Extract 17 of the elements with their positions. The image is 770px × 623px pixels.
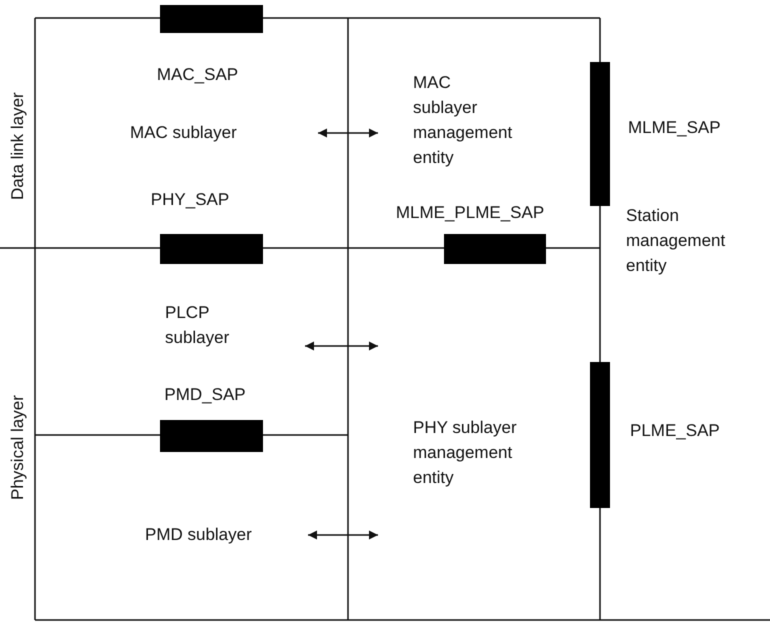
service-access-point-label: PMD_SAP — [163, 384, 247, 406]
layer-entity-label: PLCP sublayer — [155, 300, 305, 370]
layer-label: Physical layer — [8, 395, 28, 500]
layer-entity-label: Station management entity — [616, 203, 766, 278]
double-arrow — [308, 530, 378, 540]
service-access-point-label: MLME_SAP — [628, 117, 722, 139]
double-arrow — [318, 128, 378, 138]
service-access-point-label: MLME_PLME_SAP — [394, 202, 546, 224]
layer-entity-label: PHY sublayer management entity — [378, 415, 548, 565]
layer-label: Data link layer — [8, 92, 28, 200]
double-arrow — [305, 342, 378, 350]
layer-entity-label: MAC sublayer management entity — [378, 70, 548, 170]
service-access-point-label: MAC_SAP — [156, 64, 240, 86]
layer-entity-label: MAC sublayer — [120, 120, 318, 145]
layer-entity-label: PMD sublayer — [140, 522, 308, 547]
service-access-point-label: PLME_SAP — [630, 420, 721, 442]
service-access-point-label: PHY_SAP — [150, 189, 230, 211]
